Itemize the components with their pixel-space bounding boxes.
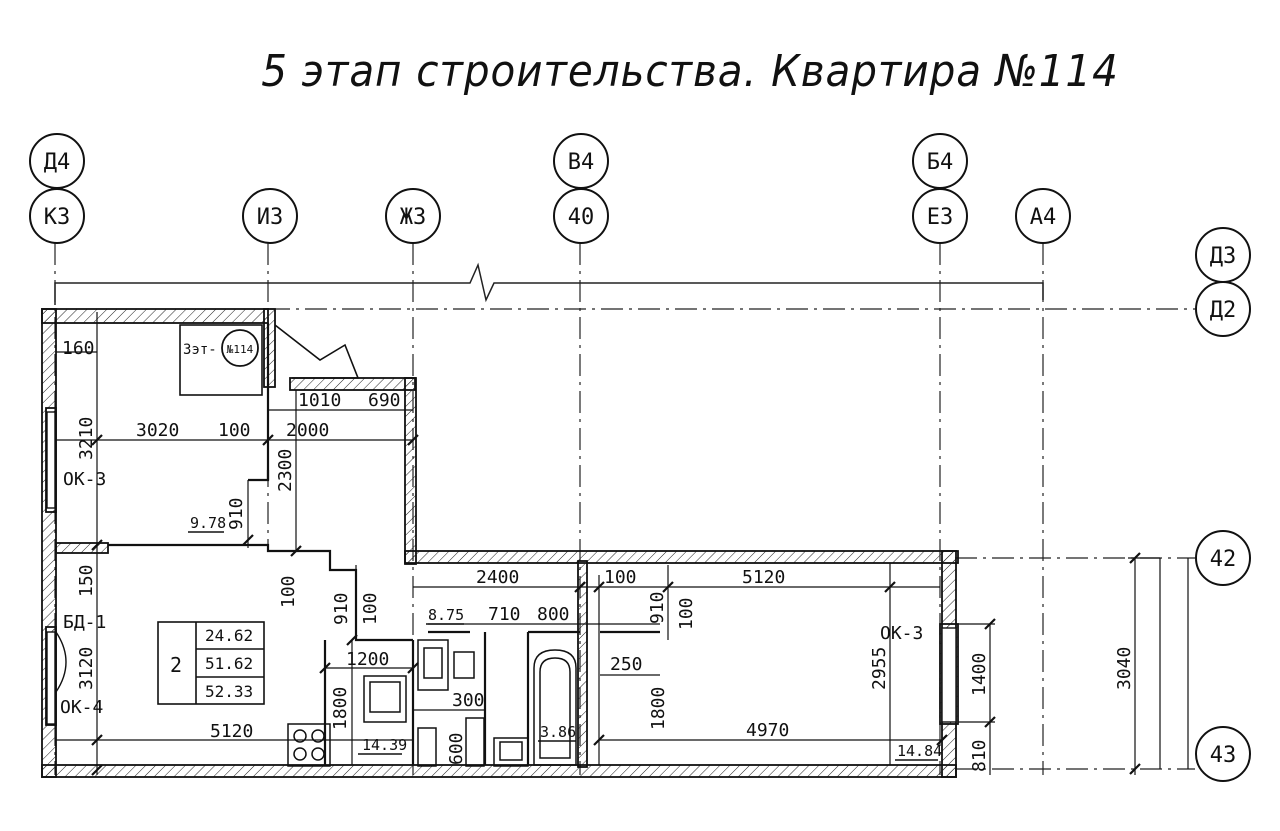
dim-2000: 2000 [286,420,329,441]
axis-label-a4: А4 [1030,205,1057,230]
partitions [108,323,660,765]
dim-710: 710 [488,604,521,625]
opening-bd1: БД-1 [63,612,106,633]
dim-810: 810 [969,739,990,772]
dim-1200: 1200 [346,649,389,670]
axis-label-b4: Б4 [927,150,954,175]
room1-area: 9.78 [190,514,226,532]
dim-3120: 3120 [76,647,97,690]
dim-150: 150 [76,564,97,597]
axis-label-43: 43 [1210,743,1237,768]
dim-250: 250 [610,654,643,675]
kitchen-area: 14.39 [362,736,407,754]
summary-total-area: 51.62 [205,654,253,673]
dim-5120-b: 5120 [742,567,785,588]
dim-2400: 2400 [476,567,519,588]
dim-100-a: 100 [218,420,251,441]
bath-area: 3.86 [540,723,576,741]
axis-label-k3: К3 [44,205,71,230]
shaft-block [179,324,360,396]
axis-label-42: 42 [1210,547,1237,572]
dim-100-b: 100 [278,575,299,608]
tag-number: №114 [227,343,254,356]
axis-bubble-i3 [242,188,298,244]
hall-area: 8.75 [428,606,464,624]
axis-label-e3: Е3 [927,205,954,230]
opening-ok4: ОК-4 [60,697,103,718]
dim-910-a: 910 [226,497,247,530]
axis-label-i3: И3 [257,205,284,230]
dim-100-d: 100 [604,567,637,588]
axis-bubble-43 [1195,726,1251,782]
bath-fixtures [493,649,577,767]
axis-label-d3: Д3 [1210,244,1237,269]
dim-2300: 2300 [275,449,296,492]
kitchen-fixtures [287,639,485,767]
apartment-tag: 3эт- №114 [183,329,259,367]
dim-1010: 1010 [298,390,341,411]
axis-label-d2: Д2 [1210,298,1237,323]
dim-1800-a: 1800 [330,687,351,730]
axis-label-v4: В4 [568,150,595,175]
dim-910-c: 910 [647,591,668,624]
opening-ok3-left: ОК-3 [63,469,106,490]
dim-4970: 4970 [746,720,789,741]
dim-5120-a: 5120 [210,721,253,742]
room3-area: 14.84 [897,742,942,760]
dim-3040: 3040 [1114,647,1135,690]
axis-bubbles [29,133,1251,782]
break-line [54,262,1044,305]
axis-label-d4: Д4 [44,150,71,175]
dim-3020: 3020 [136,420,179,441]
dim-600: 600 [446,732,467,765]
dim-160: 160 [62,338,95,359]
dim-690: 690 [368,390,401,411]
axis-bubble-k3 [29,188,85,244]
axis-label-zh3: Ж3 [400,205,427,230]
summary-living-area: 24.62 [205,626,253,645]
plan-title: 5 этап строительства. Квартира №114 [261,46,1119,97]
dim-300: 300 [452,690,485,711]
axis-bubble-40 [553,188,609,244]
room-area-labels: 9.78 14.39 8.75 3.86 14.84 [188,514,942,761]
axis-bubble-zh3 [385,188,441,244]
summary-area-with-balcony: 52.33 [205,682,253,701]
windows [46,411,957,725]
dim-3210: 3210 [76,417,97,460]
axis-bubble-e3 [912,188,968,244]
dim-1800-b: 1800 [648,687,669,730]
dim-100-c: 100 [360,592,381,625]
opening-ok3-right: ОК-3 [880,623,923,644]
room-number: 2 [170,653,182,677]
dim-1400: 1400 [969,653,990,696]
dim-100-e: 100 [676,597,697,630]
room-summary-table [157,621,265,705]
dim-800: 800 [537,604,570,625]
axis-bubble-a4 [1015,188,1071,244]
axis-bubble-42 [1195,530,1251,586]
dim-2955: 2955 [869,647,890,690]
axis-bubble-d2 [1195,281,1251,337]
axis-label-40: 40 [568,205,595,230]
dimension-ticks [91,434,1141,776]
dimension-lines [56,312,1189,775]
dim-910-b: 910 [331,592,352,625]
tag-prefix: 3эт- [183,342,217,358]
